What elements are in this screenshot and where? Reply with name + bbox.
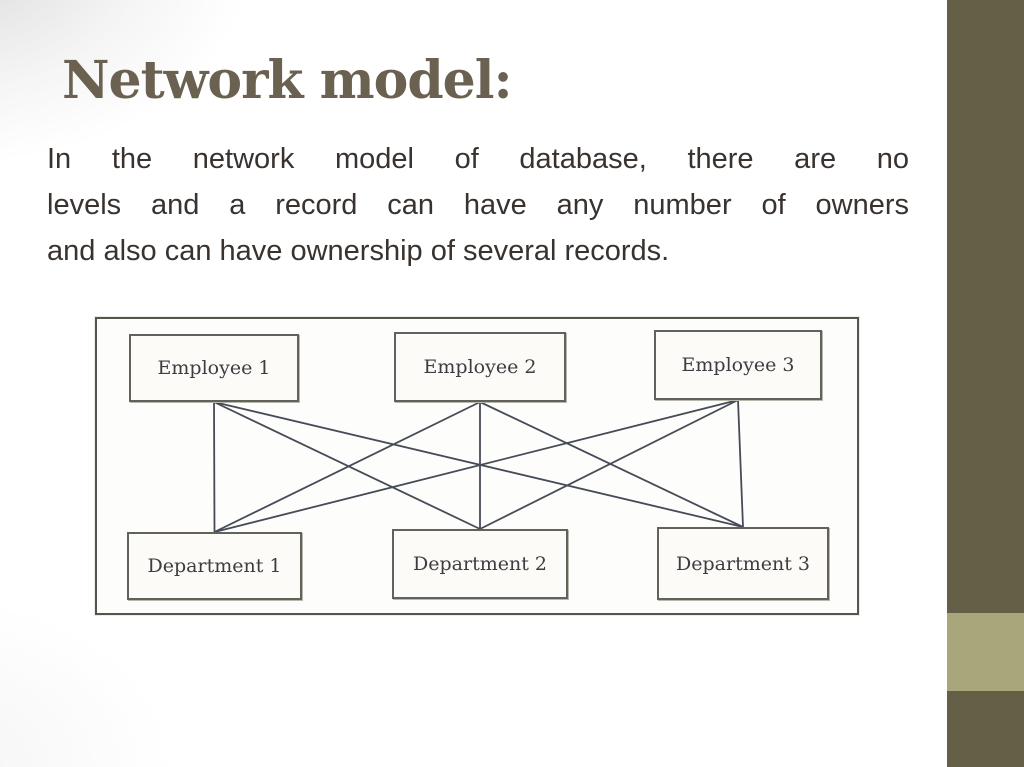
node-department-1: Department 1 — [127, 532, 302, 600]
body-line-1: In the network model of database, there … — [47, 143, 909, 175]
node-label: Department 1 — [147, 555, 282, 577]
body-line-2: levels and a record can have any number … — [47, 189, 909, 221]
node-employee-3: Employee 3 — [654, 330, 822, 400]
node-employee-2: Employee 2 — [394, 332, 566, 402]
slide-title: Network model: — [62, 50, 513, 111]
right-band-gap — [941, 0, 947, 767]
node-label: Employee 1 — [157, 357, 271, 379]
node-label: Department 3 — [676, 552, 810, 575]
node-label: Employee 3 — [681, 354, 795, 376]
node-employee-1: Employee 1 — [129, 334, 299, 402]
body-line-3: and also can have ownership of several r… — [47, 235, 670, 267]
network-model-diagram: Employee 1 Employee 2 Employee 3 Departm… — [95, 317, 859, 615]
node-label: Employee 2 — [423, 356, 537, 378]
diagram-edges — [213, 399, 744, 533]
node-department-2: Department 2 — [392, 529, 568, 599]
right-sidebar-band-accent — [947, 613, 1024, 691]
slide-body-paragraph: In the network model of database, there … — [47, 136, 909, 274]
node-label: Department 2 — [413, 553, 547, 575]
node-department-3: Department 3 — [657, 527, 829, 600]
